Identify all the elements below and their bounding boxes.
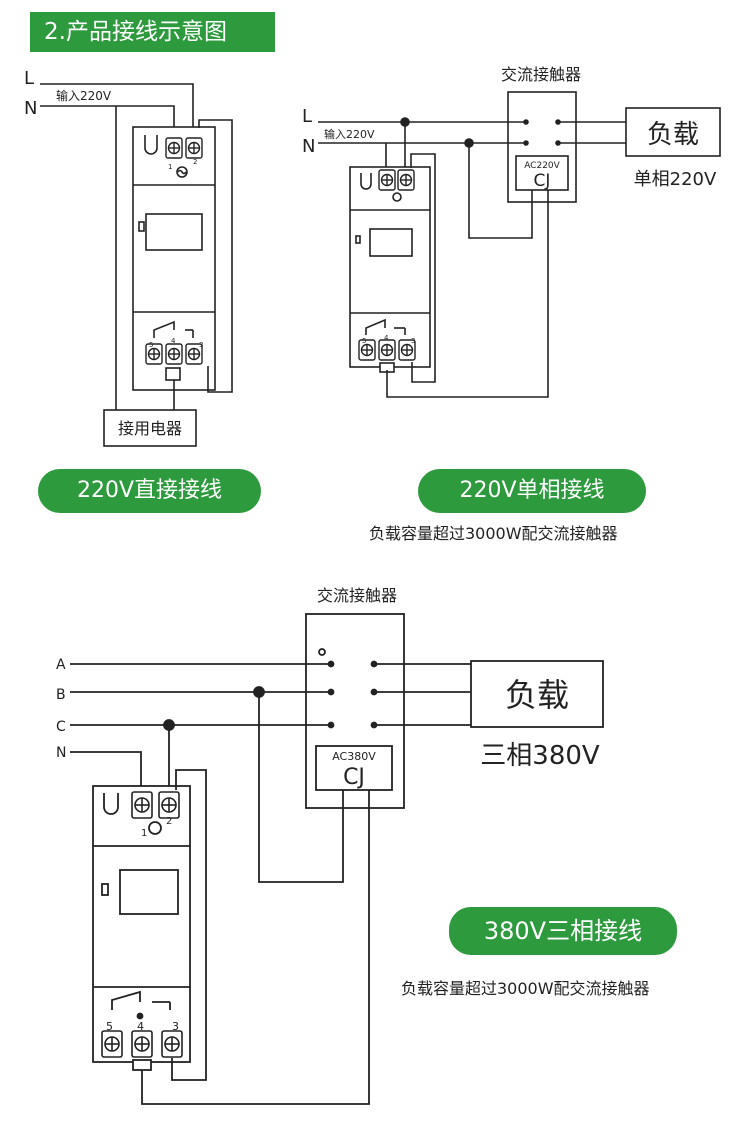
label-a: A xyxy=(56,657,66,673)
diagram-220v-direct: L N 输入220V 1 2 5 4 3 接用 xyxy=(24,68,233,447)
wire-n-to-coil xyxy=(468,143,533,239)
label-c: C xyxy=(56,719,66,735)
caption-380v-three-phase: 380V三相接线 xyxy=(449,907,677,955)
load-label: 负载 xyxy=(505,676,569,714)
load-appliance-box xyxy=(103,409,197,447)
load-box xyxy=(625,107,721,157)
label-l: L xyxy=(24,68,34,89)
load-box xyxy=(470,660,604,728)
terminal-4-screw xyxy=(165,343,183,365)
note-380v-contactor: 负载容量超过3000W配交流接触器 xyxy=(401,979,650,998)
caption-220v-direct: 220V直接接线 xyxy=(38,469,261,513)
contactor-coil xyxy=(515,155,569,191)
relay-contact xyxy=(153,320,175,338)
wire-l xyxy=(40,83,194,128)
wire-b-to-coil xyxy=(258,692,344,883)
svg-text:4: 4 xyxy=(171,337,176,345)
input-label: 输入220V xyxy=(56,88,112,103)
caption-220v-single-phase: 220V单相接线 xyxy=(418,469,646,513)
section-title: 2.产品接线示意图 xyxy=(30,12,275,52)
svg-text:4: 4 xyxy=(384,334,389,342)
timer-display xyxy=(369,228,413,257)
svg-text:3: 3 xyxy=(411,337,415,345)
wire-n xyxy=(70,751,142,790)
input-label: 输入220V xyxy=(324,127,375,141)
label-b: B xyxy=(56,687,66,703)
timer-switch-body xyxy=(349,166,431,368)
terminal-1-label: 1 xyxy=(168,163,172,171)
timer-display xyxy=(119,869,179,915)
timer-display xyxy=(145,213,203,251)
load-label: 负载 xyxy=(647,120,699,150)
terminal-1-screw xyxy=(165,137,183,159)
load-appliance-label: 接用电器 xyxy=(118,419,182,438)
load-spec: 单相220V xyxy=(634,169,717,190)
note-220v-contactor: 负载容量超过3000W配交流接触器 xyxy=(369,524,618,543)
mount-notch xyxy=(144,135,158,155)
contactor-title: 交流接触器 xyxy=(317,586,397,605)
wire-4-to-coil xyxy=(141,790,370,1105)
svg-text:3: 3 xyxy=(172,1020,179,1033)
svg-text:2: 2 xyxy=(166,816,172,827)
svg-text:CJ: CJ xyxy=(534,171,551,191)
svg-text:CJ: CJ xyxy=(343,765,365,790)
label-n: N xyxy=(302,136,315,157)
contactor-title: 交流接触器 xyxy=(501,65,581,84)
svg-text:4: 4 xyxy=(137,1020,144,1033)
svg-text:5: 5 xyxy=(362,337,366,345)
svg-text:5: 5 xyxy=(106,1020,113,1033)
label-n: N xyxy=(56,745,66,761)
svg-text:AC220V: AC220V xyxy=(524,161,560,171)
terminal-2-screw xyxy=(185,137,203,159)
contactor-coil xyxy=(315,745,393,791)
load-spec: 三相380V xyxy=(480,741,600,771)
diagram-220v-single-phase: 交流接触器 L N 输入220V AC220V CJ 负载 单相220V xyxy=(302,65,721,398)
label-n: N xyxy=(24,98,37,119)
svg-text:1: 1 xyxy=(141,828,147,839)
label-l: L xyxy=(302,106,312,127)
svg-text:5: 5 xyxy=(149,341,153,349)
wire-l-to-3 xyxy=(198,119,233,393)
svg-text:3: 3 xyxy=(199,341,203,349)
wire-4-to-coil xyxy=(386,190,549,398)
diagram-380v-three-phase: 交流接触器 A B C N AC380V CJ 负载 三相380V xyxy=(56,586,604,1105)
svg-text:AC380V: AC380V xyxy=(332,750,376,763)
terminal-2-label: 2 xyxy=(193,158,197,166)
wire-n xyxy=(40,105,175,128)
